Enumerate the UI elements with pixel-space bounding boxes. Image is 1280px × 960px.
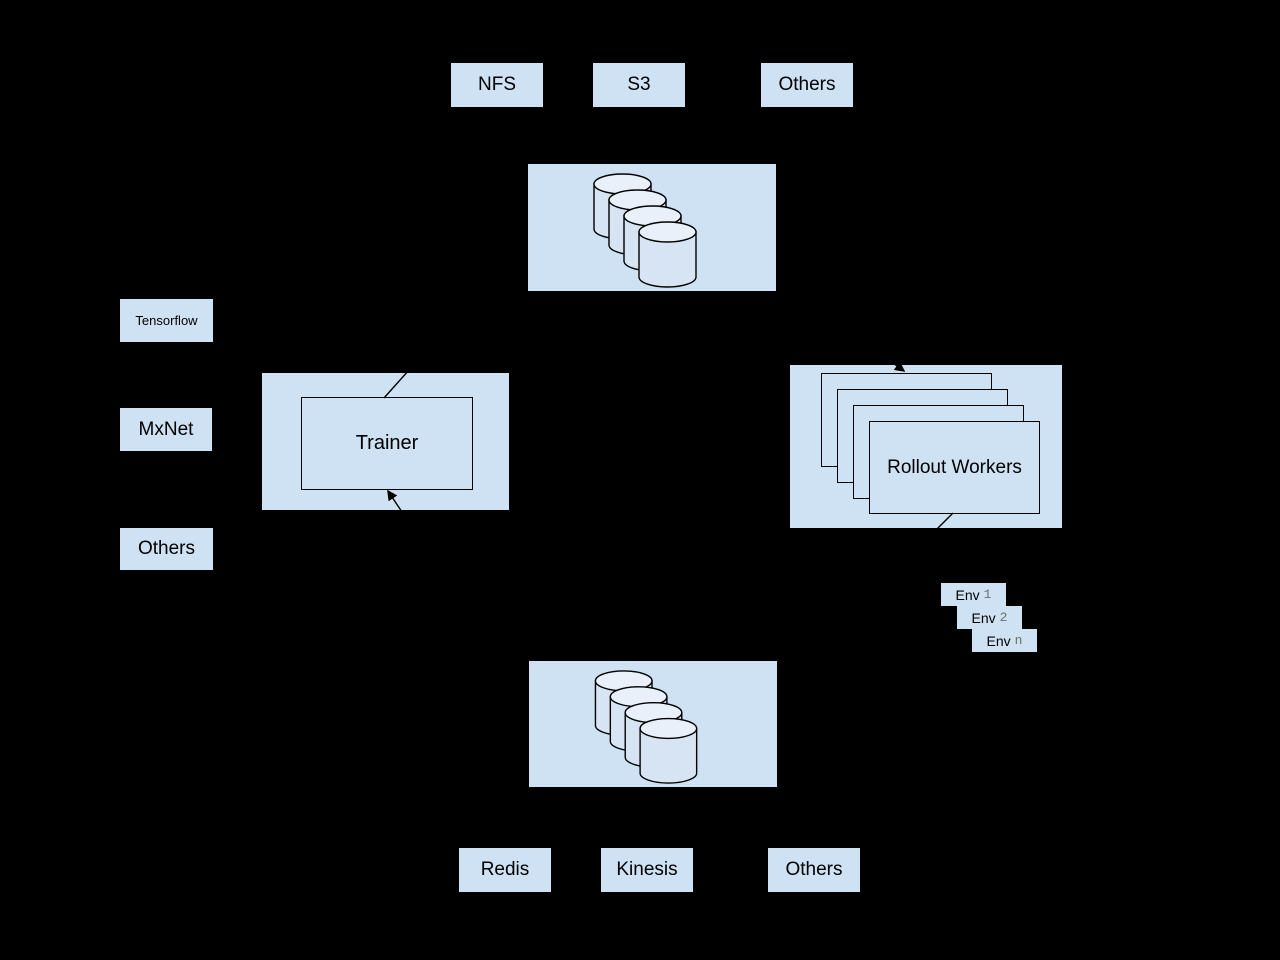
env-label-suffix: n — [1014, 633, 1023, 648]
database-cylinders-icon — [593, 173, 697, 288]
node-label: Others — [137, 538, 196, 559]
node-label: Tensorflow — [135, 313, 198, 328]
node-others-top: Others — [761, 63, 853, 107]
replay-storage-container — [529, 661, 777, 787]
node-label: Others — [778, 74, 836, 95]
cylinder-icon — [638, 221, 697, 288]
node-label: Trainer — [355, 432, 419, 454]
node-tensorflow: Tensorflow — [120, 299, 213, 342]
node-others-bottom: Others — [768, 848, 860, 892]
env-label-suffix: 1 — [983, 587, 992, 602]
node-label: Redis — [480, 859, 530, 880]
node-env-1: Env 1 — [941, 583, 1006, 606]
node-redis: Redis — [459, 848, 551, 892]
node-env-n: Env n — [972, 629, 1037, 652]
node-label: Others — [785, 859, 843, 880]
node-label: NFS — [478, 74, 516, 95]
database-cylinders-icon — [594, 670, 698, 784]
node-label: S3 — [627, 74, 651, 95]
rollout-workers-node: Rollout Workers — [869, 421, 1040, 514]
trainer-node: Trainer — [301, 397, 473, 490]
node-nfs: NFS — [451, 63, 543, 107]
env-label-suffix: 2 — [999, 610, 1008, 625]
node-kinesis: Kinesis — [601, 848, 693, 892]
trainer-container: Trainer — [262, 373, 509, 510]
node-mxnet: MxNet — [120, 408, 212, 451]
rollout-workers-container: Rollout Workers — [790, 365, 1062, 528]
cylinder-icon — [639, 717, 698, 784]
node-s3: S3 — [593, 63, 685, 107]
model-storage-container — [528, 164, 776, 291]
node-label: Kinesis — [616, 859, 678, 880]
node-label: Rollout Workers — [887, 456, 1022, 478]
node-env-2: Env 2 — [957, 606, 1022, 629]
node-others-left: Others — [120, 528, 213, 570]
node-label: MxNet — [138, 418, 194, 440]
env-label-prefix: Env — [986, 632, 1011, 649]
env-label-prefix: Env — [971, 609, 996, 626]
env-label-prefix: Env — [955, 586, 980, 603]
